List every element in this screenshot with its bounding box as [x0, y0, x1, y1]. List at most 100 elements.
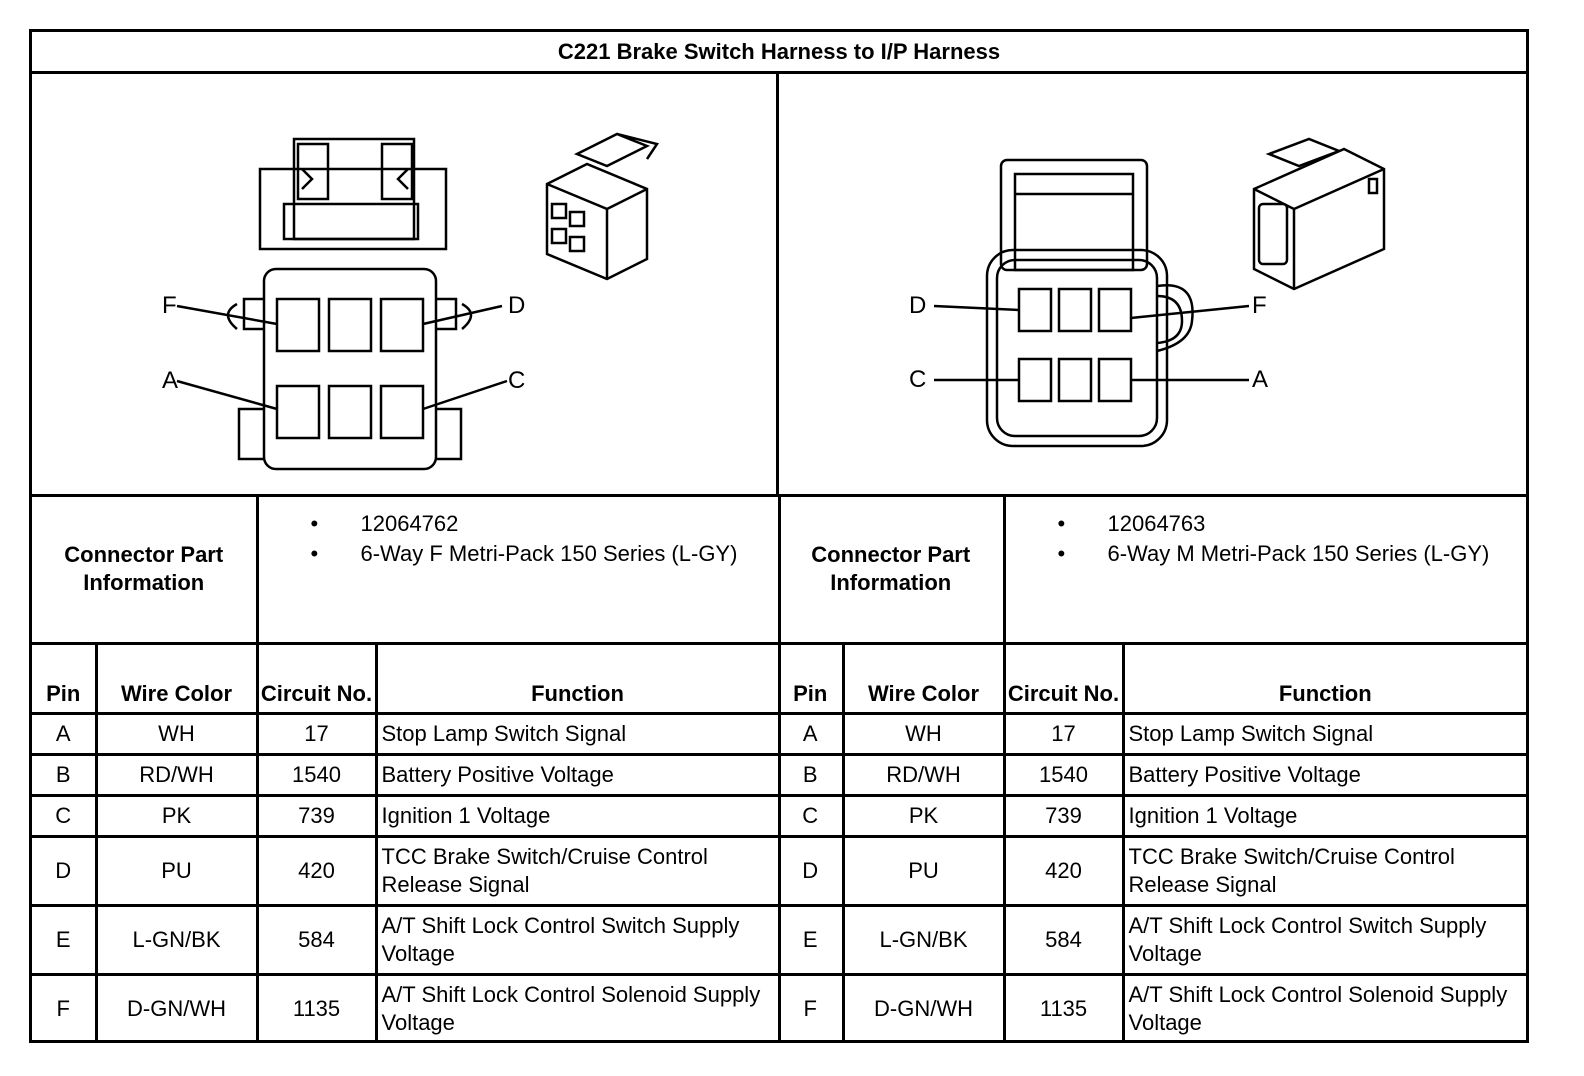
- latch-tab-left: [296, 142, 330, 201]
- part-description: 6-Way M Metri-Pack 150 Series (L-GY): [1006, 539, 1527, 569]
- pin-cell: A: [32, 711, 98, 756]
- part-info-list: 12064763 6-Way M Metri-Pack 150 Series (…: [1002, 497, 1527, 645]
- table-row: F D-GN/WH 1135 A/T Shift Lock Control So…: [779, 972, 1526, 1043]
- pin-cell: E: [32, 903, 98, 976]
- connector-part-label: Connector Part Information: [779, 497, 1006, 645]
- table-row: B RD/WH 1540 Battery Positive Voltage: [779, 752, 1526, 797]
- left-pinout-table: Connector Part Information 12064762 6-Wa…: [32, 497, 781, 1043]
- male-connector-drawing: [933, 137, 1386, 448]
- function-cell: A/T Shift Lock Control Switch Supply Vol…: [374, 903, 781, 976]
- circuit-cell: 1540: [1002, 752, 1125, 797]
- function-cell: Stop Lamp Switch Signal: [1121, 711, 1526, 756]
- function-cell: TCC Brake Switch/Cruise Control Release …: [374, 834, 781, 907]
- female-connector-iso-icon: [545, 132, 660, 281]
- wire-color-cell: PU: [94, 834, 259, 907]
- latch-housing: [292, 137, 416, 241]
- pin-label-d: D: [508, 292, 526, 319]
- function-cell: Stop Lamp Switch Signal: [374, 711, 781, 756]
- header-row: Pin Wire Color Circuit No. Function: [32, 641, 781, 715]
- pin-cell: C: [32, 793, 98, 838]
- latch-body: [258, 167, 448, 251]
- leader-c: [422, 379, 508, 411]
- function-cell: A/T Shift Lock Control Solenoid Supply V…: [374, 972, 781, 1043]
- wire-color-cell: D-GN/WH: [94, 972, 259, 1043]
- header-circuit: Circuit No.: [1002, 641, 1125, 715]
- circuit-cell: 1540: [255, 752, 378, 797]
- connector-face: [995, 258, 1159, 438]
- header-function: Function: [374, 641, 781, 715]
- header-wire-color: Wire Color: [841, 641, 1006, 715]
- wire-color-cell: PK: [841, 793, 1006, 838]
- function-cell: TCC Brake Switch/Cruise Control Release …: [1121, 834, 1526, 907]
- leader-f: [1130, 304, 1250, 320]
- circuit-cell: 420: [1002, 834, 1125, 907]
- wire-color-cell: L-GN/BK: [841, 903, 1006, 976]
- table-row: E L-GN/BK 584 A/T Shift Lock Control Swi…: [779, 903, 1526, 976]
- header-pin: Pin: [779, 641, 845, 715]
- pin-cell: F: [32, 972, 98, 1043]
- cavity-c: [379, 384, 425, 440]
- pin-label-f: F: [1252, 292, 1267, 319]
- part-description: 6-Way F Metri-Pack 150 Series (L-GY): [259, 539, 778, 569]
- circuit-cell: 17: [255, 711, 378, 756]
- cavity-d: [379, 297, 425, 353]
- cavity-e: [1057, 287, 1093, 333]
- function-cell: Battery Positive Voltage: [374, 752, 781, 797]
- table-row: C PK 739 Ignition 1 Voltage: [779, 793, 1526, 838]
- pin-cell: C: [779, 793, 845, 838]
- wire-color-cell: PK: [94, 793, 259, 838]
- pin-label-a: A: [162, 367, 179, 394]
- connector-sheet: C221 Brake Switch Harness to I/P Harness: [29, 29, 1529, 1043]
- circuit-cell: 739: [255, 793, 378, 838]
- circuit-cell: 584: [255, 903, 378, 976]
- wire-color-cell: RD/WH: [94, 752, 259, 797]
- table-row: D PU 420 TCC Brake Switch/Cruise Control…: [32, 834, 781, 907]
- function-cell: A/T Shift Lock Control Switch Supply Vol…: [1121, 903, 1526, 976]
- shroud-top: [999, 158, 1149, 272]
- circuit-cell: 420: [255, 834, 378, 907]
- latch-tab-right: [380, 142, 414, 201]
- pin-cell: F: [779, 972, 845, 1043]
- table-row: A WH 17 Stop Lamp Switch Signal: [779, 711, 1526, 756]
- shroud-inner: [1013, 172, 1135, 272]
- right-pinout-table: Connector Part Information 12064763 6-Wa…: [779, 497, 1526, 1043]
- leader-d: [933, 304, 1020, 312]
- header-row: Pin Wire Color Circuit No. Function: [779, 641, 1526, 715]
- table-row: B RD/WH 1540 Battery Positive Voltage: [32, 752, 781, 797]
- part-info-list: 12064762 6-Way F Metri-Pack 150 Series (…: [255, 497, 781, 645]
- pin-cell: B: [32, 752, 98, 797]
- cavity-f: [275, 297, 321, 353]
- function-cell: Ignition 1 Voltage: [374, 793, 781, 838]
- function-cell: Ignition 1 Voltage: [1121, 793, 1526, 838]
- left-connector-diagram: F D A C: [32, 74, 779, 497]
- circuit-cell: 1135: [1002, 972, 1125, 1043]
- male-connector-iso-icon: [1252, 137, 1386, 291]
- header-function: Function: [1121, 641, 1526, 715]
- pin-label-d: D: [909, 292, 927, 319]
- circuit-cell: 739: [1002, 793, 1125, 838]
- pin-label-c: C: [909, 366, 927, 393]
- connector-part-label: Connector Part Information: [32, 497, 259, 645]
- header-pin: Pin: [32, 641, 98, 715]
- table-row: E L-GN/BK 584 A/T Shift Lock Control Swi…: [32, 903, 781, 976]
- cavity-e: [327, 297, 373, 353]
- header-circuit: Circuit No.: [255, 641, 378, 715]
- circuit-cell: 17: [1002, 711, 1125, 756]
- part-number: 12064763: [1006, 509, 1527, 539]
- connector-body: [262, 267, 438, 471]
- pin-cell: D: [32, 834, 98, 907]
- pin-cell: B: [779, 752, 845, 797]
- page-title: C221 Brake Switch Harness to I/P Harness: [32, 32, 1526, 74]
- table-row: D PU 420 TCC Brake Switch/Cruise Control…: [779, 834, 1526, 907]
- leader-a: [176, 379, 278, 411]
- pin-cell: D: [779, 834, 845, 907]
- cavity-b: [327, 384, 373, 440]
- function-cell: A/T Shift Lock Control Solenoid Supply V…: [1121, 972, 1526, 1043]
- side-lock: [1156, 283, 1194, 353]
- function-cell: Battery Positive Voltage: [1121, 752, 1526, 797]
- wire-color-cell: WH: [841, 711, 1006, 756]
- cavity-c: [1017, 357, 1053, 403]
- cavity-d: [1017, 287, 1053, 333]
- pin-label-f: F: [162, 292, 177, 319]
- connector-part-row: Connector Part Information 12064763 6-Wa…: [779, 497, 1527, 645]
